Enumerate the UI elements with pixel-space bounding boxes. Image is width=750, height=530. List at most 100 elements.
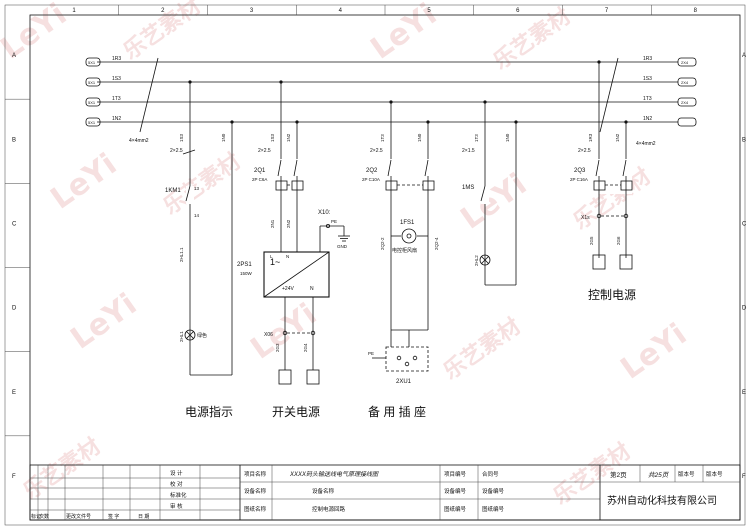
watermark-latin-3: LeYi [45, 147, 124, 217]
bus-label-right-2: 1S3 [643, 76, 652, 82]
c4-wire-top2: 1N0 [505, 133, 510, 142]
c2-term-block: X06 [264, 332, 273, 338]
column-number: 7 [605, 8, 609, 14]
tb-project-name-label: 项目名称 [244, 470, 267, 478]
tb-cell-sign: 签 字 [108, 513, 119, 520]
row-letter: A [742, 53, 746, 59]
c3-fan: 1FS1 [400, 220, 415, 226]
terminal-right-1: 2X4 [681, 60, 689, 65]
watermark: LeYi 乐艺素材 LeYi 乐艺素材 LeYi 乐艺素材 LeYi 乐艺素材 … [0, 0, 693, 510]
bus-label-left-3: 1T3 [112, 96, 121, 102]
c5-breaker: 2Q3 [574, 168, 586, 174]
c2-w3: 2G3 [275, 343, 280, 352]
row-letter: C [742, 221, 747, 227]
circuit-power-indicator: 1S3 1N0 2×2.5 1KM1 13 14 2HL1.1 绿色 2HL1 [165, 80, 234, 376]
terminal-left-4: 5X1 [88, 120, 96, 125]
watermark-latin-1: LeYi [0, 0, 73, 67]
c3-breaker: 2Q2 [366, 168, 378, 174]
tb-standard: 标准化 [170, 491, 187, 499]
tb-total: 共25页 [648, 471, 670, 479]
row-letter: C [12, 221, 17, 227]
watermark-cn-6: 乐艺素材 [19, 433, 106, 505]
tb-drawing-name: 控制电源回路 [312, 505, 346, 513]
c5-w2: 2G6 [616, 236, 621, 245]
column-number: 5 [427, 8, 431, 14]
right-terminal-tags: 2X4 2X4 2X4 [677, 57, 697, 127]
c2-psu-out: +24V [282, 286, 294, 292]
tb-page: 第2页 [610, 470, 627, 479]
tb-version: 版本号 [706, 470, 723, 478]
row-letter: B [12, 137, 16, 143]
c4-wire-top: 1T3 [474, 134, 479, 142]
c5-w1: 2G5 [589, 236, 594, 245]
title-block: 设 计 校 对 标准化 审 核 标记 次数 更改文件号 签 字 日 期 项目名称… [29, 464, 741, 521]
circuit-switching-psu: 1S3 1N2 2×2.5 2Q1 2P C6A 2N1 2N2 1~ L N … [237, 80, 350, 385]
c5-cable: 2×2.5 [578, 148, 591, 154]
row-letter: E [742, 390, 746, 396]
circuit-cabinet-lamp: 1T3 1N0 2×1.5 1MS 2HL2 [462, 100, 518, 286]
tb-cell-mark: 标记 [31, 513, 41, 520]
tb-review: 审 核 [170, 502, 183, 510]
c3-fan-label: 电控柜风扇 [392, 247, 417, 254]
bus-label-left-1: 1R3 [112, 56, 121, 62]
cable-spec-right: 4×4mm2 [636, 141, 656, 147]
c2-w1: 2N1 [270, 219, 275, 228]
c3-w2: 2Q2-4 [434, 237, 439, 250]
c5-wire-top2: 1N2 [615, 133, 620, 142]
c1-cable: 2×2.5 [170, 148, 183, 154]
c5-term-block: X1s [581, 215, 590, 221]
row-letter: F [12, 474, 16, 480]
circuit-spare-socket: 1T3 1N0 2×2.5 2Q2 2P C10A 2Q2-2 2Q2-4 1F… [362, 100, 439, 385]
c1-wire-mid: 2HL1.1 [179, 247, 184, 262]
cable-spec-left: 4×4mm2 [129, 138, 149, 144]
tb-device-name: 设备名称 [312, 487, 335, 495]
terminal-left-2: 5X1 [88, 80, 96, 85]
c3-breaker-spec: 2P C10A [362, 177, 380, 182]
c3-pe: PE [368, 351, 374, 356]
tb-company: 苏州自动化科技有限公司 [607, 494, 717, 507]
section-title-switching-psu: 开关电源 [272, 405, 320, 419]
tb-design: 设 计 [170, 469, 183, 477]
tb-project-no-label: 项目编号 [444, 470, 467, 478]
row-letter: D [742, 306, 747, 312]
tb-drawing-name-label: 图纸名称 [244, 505, 267, 513]
c2-psu-n2: N [310, 286, 314, 292]
c4-switch: 1MS [462, 185, 474, 191]
c3-cable: 2×2.5 [370, 148, 383, 154]
c1-lamp-label: 绿色 [197, 332, 207, 339]
terminal-left-1: 5X1 [88, 60, 96, 65]
tb-check: 校 对 [170, 480, 183, 488]
c3-wire-top: 1T3 [380, 134, 385, 142]
tb-drawing-no-label: 图纸编号 [444, 505, 467, 513]
terminal-left-3: 5X1 [88, 100, 96, 105]
c1-lamp: 2HL1 [179, 331, 184, 342]
c2-breaker: 2Q1 [254, 168, 266, 174]
tb-version-label: 版本号 [678, 470, 695, 478]
terminal-right-2: 2X4 [681, 80, 689, 85]
tb-project-name: XXXX码头输送线电气原理接线图 [289, 470, 379, 478]
bus-label-right-3: 1T3 [643, 96, 652, 102]
c2-gnd: GND [337, 244, 348, 249]
tb-project-no: 合同号 [482, 470, 499, 478]
column-number: 1 [72, 8, 76, 14]
c2-wire-top2: 1N2 [286, 133, 291, 142]
c2-psu-n: N [286, 254, 289, 259]
row-letter: D [12, 306, 17, 312]
section-title-power-indicator: 电源指示 [185, 404, 233, 419]
bus-label-left-4: 1N2 [112, 116, 121, 122]
bus-label-right-4: 1N2 [643, 116, 652, 122]
terminal-right-3: 2X4 [681, 100, 689, 105]
c1-wire-top2: 1N0 [221, 133, 226, 142]
column-number: 4 [339, 8, 343, 14]
bus-label-left-2: 1S3 [112, 76, 121, 82]
row-letter: A [12, 53, 16, 59]
power-bus: 5X1 5X1 5X1 5X1 2X4 2X4 2X4 1R3 1S3 1T3 … [85, 56, 697, 147]
c2-psu-name: 2PS1 [237, 262, 252, 268]
watermark-cn-5: 乐艺素材 [439, 313, 526, 385]
c2-psu-symbol: 1~ [270, 257, 280, 267]
c3-socket: 2XU1 [396, 379, 412, 385]
watermark-cn-3: 乐艺素材 [159, 148, 246, 220]
c3-wire-top2: 1N0 [417, 133, 422, 142]
